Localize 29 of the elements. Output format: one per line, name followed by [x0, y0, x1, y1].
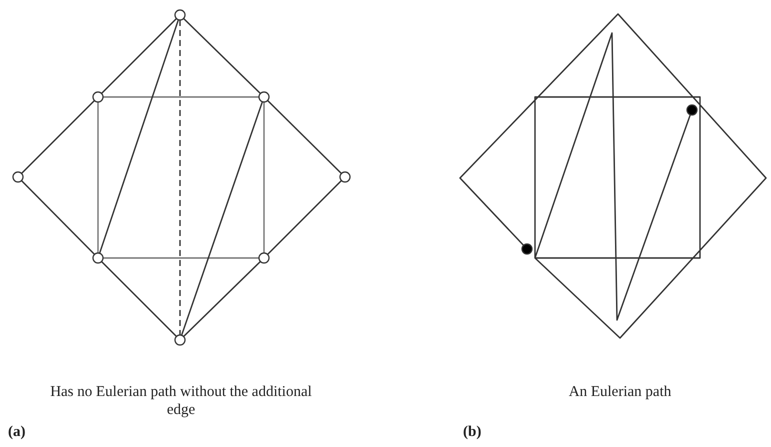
- edge-line: [21, 180, 95, 255]
- caption: Has no Eulerian path without the additional edge: [50, 383, 312, 419]
- edge-line: [101, 18, 177, 94]
- edge-line: [103, 96, 259, 98]
- panel-label: (b): [463, 423, 482, 441]
- endpoint-dot: [686, 104, 698, 116]
- vertex-circle: [92, 91, 104, 103]
- edge-line: [267, 100, 342, 174]
- edge-line: [183, 18, 261, 94]
- vertex-circle: [12, 171, 24, 183]
- edge-line: [180, 101, 264, 336]
- edge-line: [183, 261, 261, 337]
- edge-line: [97, 102, 99, 253]
- vertex-circle: [339, 171, 351, 183]
- vertex-circle: [174, 334, 186, 346]
- endpoint-dot: [521, 243, 533, 255]
- vertex-circle: [258, 91, 270, 103]
- vertex-circle: [174, 9, 186, 21]
- edge-line: [98, 19, 180, 254]
- edge-line: [103, 257, 259, 259]
- edge-line: [101, 261, 177, 337]
- dashed-edge: [179, 20, 181, 335]
- edge-line: [21, 100, 95, 174]
- vertex-circle: [258, 252, 270, 264]
- edge-line: [267, 180, 342, 255]
- panel-label: (a): [8, 423, 26, 441]
- caption: An Eulerian path: [568, 383, 672, 401]
- edge-line: [263, 102, 265, 253]
- vertex-circle: [92, 252, 104, 264]
